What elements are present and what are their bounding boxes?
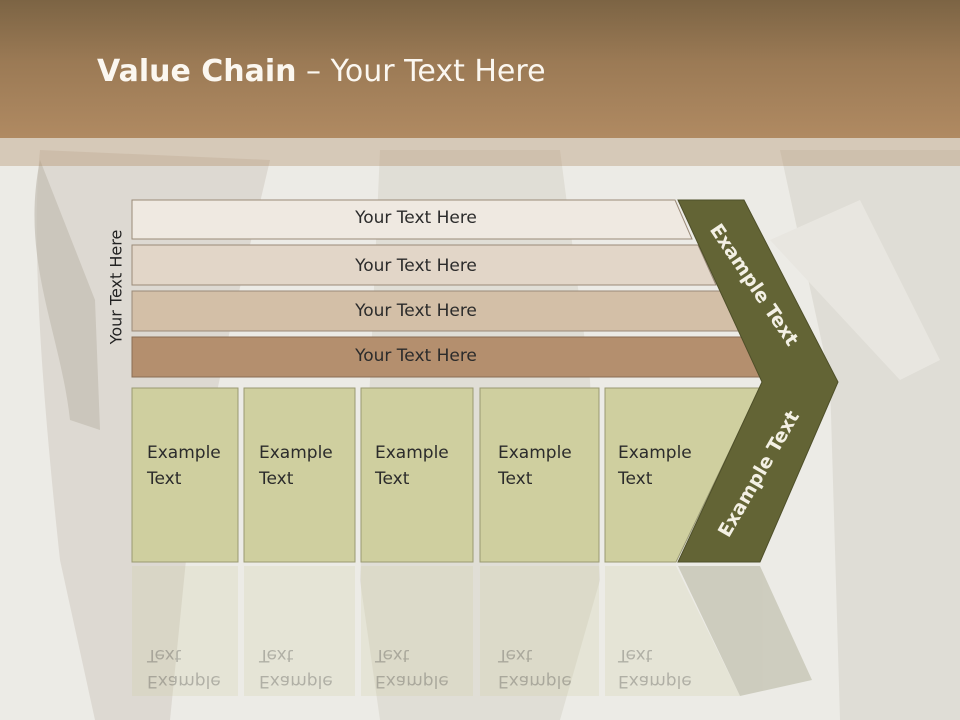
title-rest: – Your Text Here <box>296 54 546 89</box>
column-box-5 <box>604 387 761 563</box>
row-bar-1 <box>131 199 693 240</box>
column-box-1 <box>131 387 239 563</box>
row-label-1: Your Text Here <box>355 208 477 228</box>
row-label-4: Your Text Here <box>355 346 477 366</box>
row-bar-2 <box>131 244 717 286</box>
margin-chevron <box>677 199 839 563</box>
column-box-4 <box>479 387 600 563</box>
header-bar <box>0 0 960 138</box>
column-label-2-line1: Example <box>259 443 333 463</box>
column-label-5-line1: Example <box>618 443 692 463</box>
column-label-1-line2: Text <box>147 469 182 489</box>
title-bold: Value Chain <box>97 54 297 89</box>
column-label-5-line2: Text <box>618 469 653 489</box>
column-label-2-line2: Text <box>259 469 294 489</box>
row-label-3: Your Text Here <box>355 301 477 321</box>
column-box-2 <box>243 387 356 563</box>
column-label-4-line2: Text <box>498 469 533 489</box>
column-box-3 <box>360 387 474 563</box>
row-label-2: Your Text Here <box>355 256 477 276</box>
column-label-4-line1: Example <box>498 443 572 463</box>
slide-title: Value Chain – Your Text Here <box>97 54 546 89</box>
column-label-3-line2: Text <box>375 469 410 489</box>
header-band <box>0 138 960 166</box>
column-label-1-line1: Example <box>147 443 221 463</box>
column-label-3-line1: Example <box>375 443 449 463</box>
